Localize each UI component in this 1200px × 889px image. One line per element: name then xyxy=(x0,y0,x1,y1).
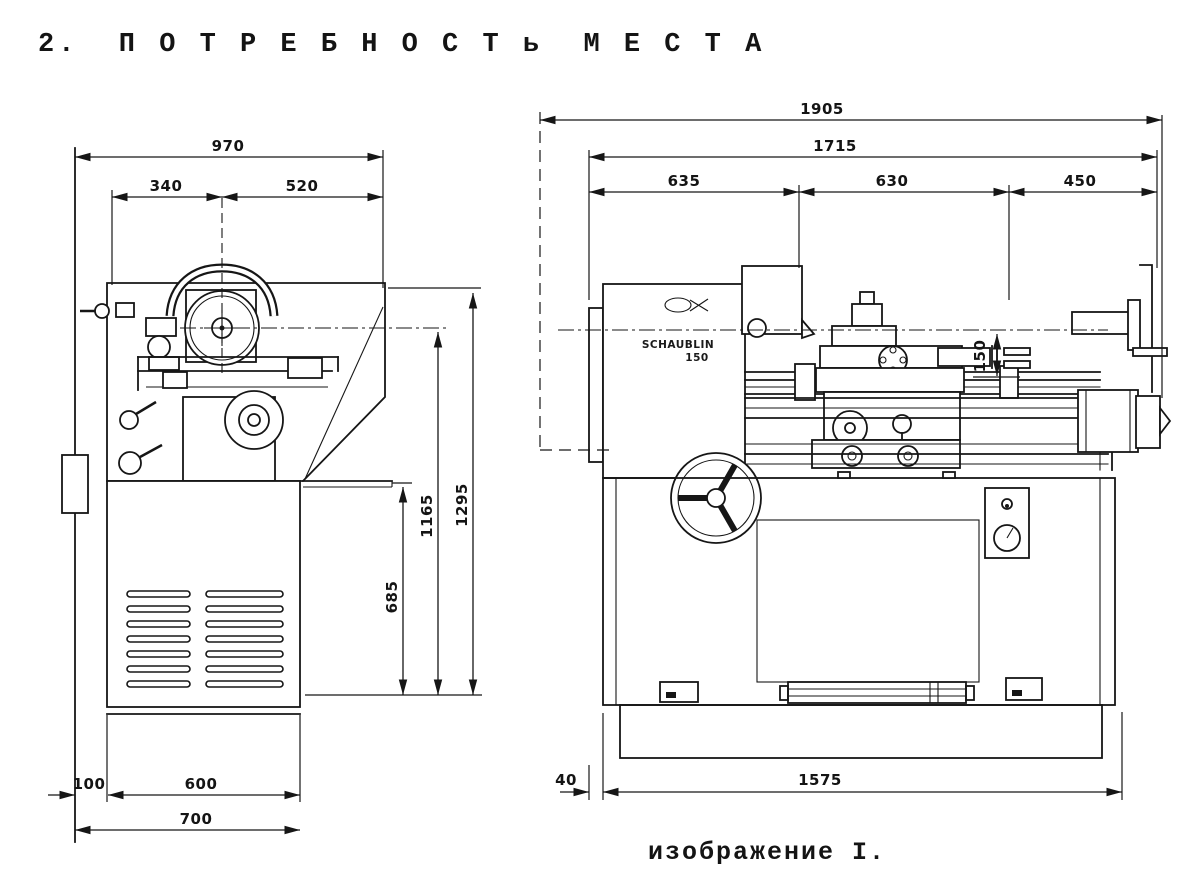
schaublin-logo-fish xyxy=(664,297,709,313)
front-view-machine: SCHAUBLIN 150 xyxy=(588,264,1172,759)
dim-label-100: 100 xyxy=(73,775,106,793)
dim-label-1295: 1295 xyxy=(453,483,471,527)
leadscrew-handwheel xyxy=(670,452,762,544)
tailstock-quill xyxy=(1071,311,1131,335)
control-levers xyxy=(80,302,180,475)
model-label: 150 xyxy=(685,352,708,364)
headstock-cover xyxy=(602,283,746,479)
side-view-machine xyxy=(61,147,393,843)
dim-label-340: 340 xyxy=(150,177,183,195)
dim-label-150: 150 xyxy=(971,340,989,373)
figure-caption: изображение I. xyxy=(648,838,887,867)
dim-label-600: 600 xyxy=(185,775,218,793)
carriage-assembly xyxy=(811,291,1031,469)
rear-panel-edge xyxy=(588,307,604,463)
front-view-drawing: SCHAUBLIN 150 xyxy=(539,100,1172,800)
chip-tray xyxy=(779,681,975,704)
ball-lever xyxy=(118,451,142,475)
apron-handwheel xyxy=(224,390,284,450)
foot-vent xyxy=(659,681,699,703)
tailstock-body xyxy=(1077,389,1139,453)
wall-hook-knob xyxy=(94,303,110,319)
side-view-dimensions: 970 340 520 1295 1165 685 100 xyxy=(48,137,482,835)
dim-label-630: 630 xyxy=(876,172,909,190)
cross-slide xyxy=(137,356,339,391)
tailstock xyxy=(1071,264,1172,453)
toolpost xyxy=(859,291,875,305)
base-cabinet xyxy=(602,471,1116,706)
cabinet-door xyxy=(756,519,980,683)
dim-label-970: 970 xyxy=(212,137,245,155)
dim-label-685: 685 xyxy=(383,581,401,614)
plinth xyxy=(619,704,1103,759)
side-view-drawing: 970 340 520 1295 1165 685 100 xyxy=(48,137,482,843)
ball-lever xyxy=(119,410,139,430)
foot-vent xyxy=(1005,677,1043,701)
page-title: 2. П О Т Р Е Б Н О С Т ь М Е С Т А xyxy=(38,30,766,60)
ventilation-louvers xyxy=(126,590,284,688)
saddle xyxy=(815,367,965,393)
dim-label-450: 450 xyxy=(1064,172,1097,190)
brand-label: SCHAUBLIN xyxy=(642,339,714,351)
front-view-dimensions: 1905 1715 635 630 450 150 40 xyxy=(539,100,1163,800)
control-panel xyxy=(984,487,1030,559)
dim-label-40: 40 xyxy=(555,771,577,789)
dim-label-1715: 1715 xyxy=(813,137,857,155)
dim-label-635: 635 xyxy=(668,172,701,190)
dim-label-1575: 1575 xyxy=(798,771,842,789)
dim-label-520: 520 xyxy=(286,177,319,195)
lathe-bed xyxy=(744,397,1113,471)
gauge-dial xyxy=(993,524,1021,552)
guard-edge xyxy=(1139,264,1153,393)
wall-junction-box xyxy=(61,454,89,514)
dim-label-700: 700 xyxy=(180,810,213,828)
dim-label-1165: 1165 xyxy=(418,494,436,538)
dim-label-1905: 1905 xyxy=(800,100,844,118)
cover-edge xyxy=(304,306,384,480)
